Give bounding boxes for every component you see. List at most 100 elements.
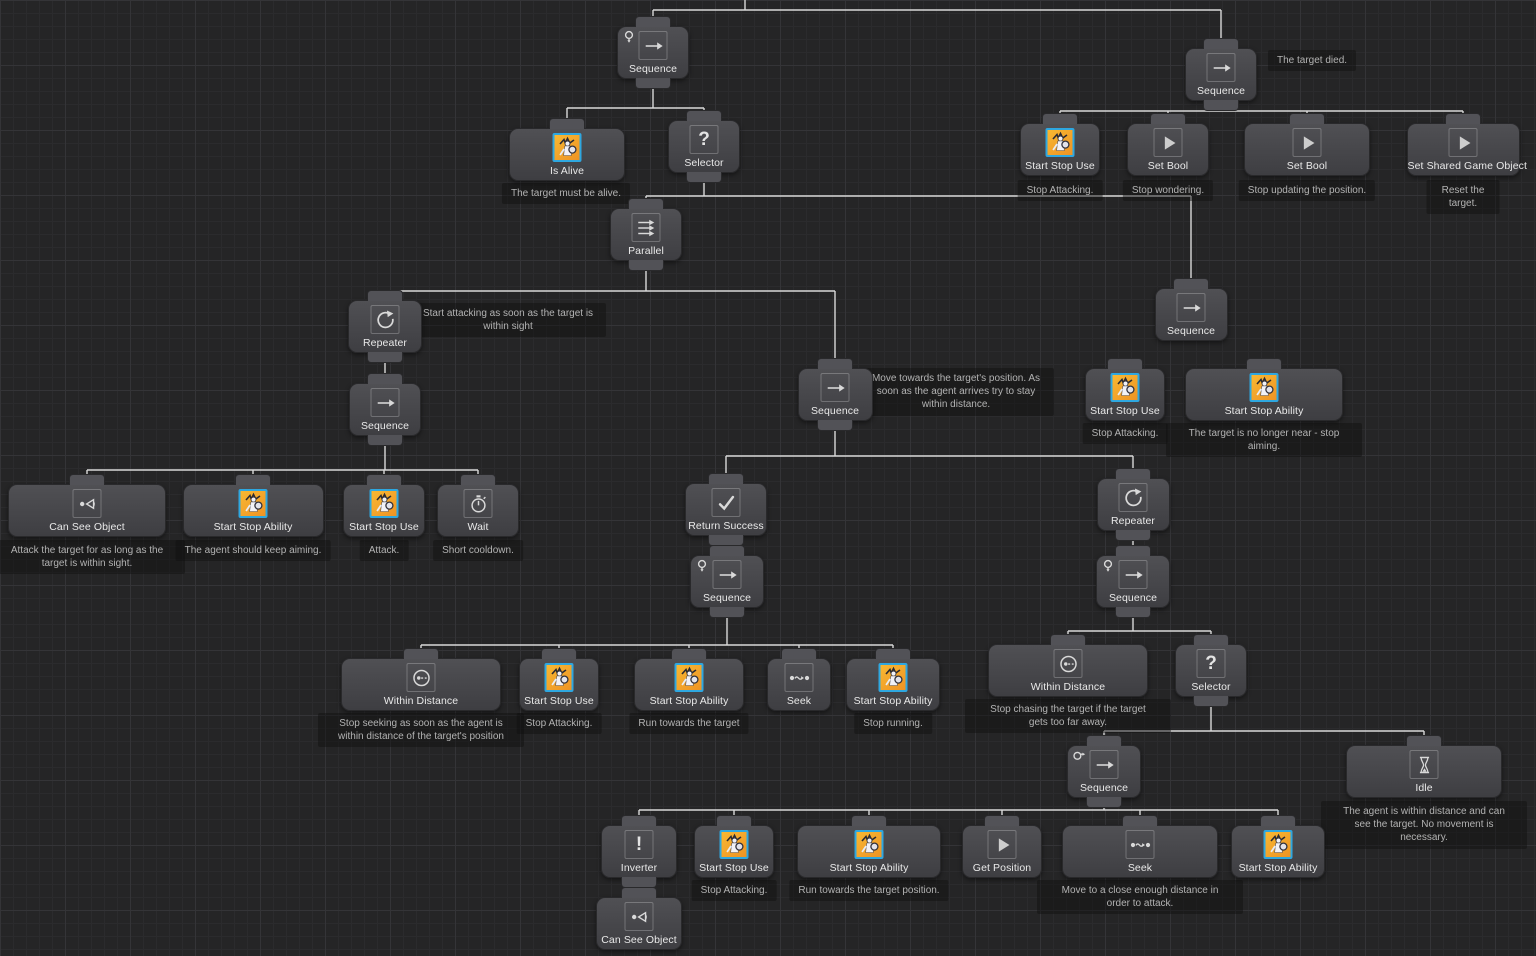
- incoming-connection-tab[interactable]: [366, 474, 402, 485]
- incoming-connection-tab[interactable]: [235, 474, 271, 485]
- node-repeater[interactable]: Repeater: [348, 290, 422, 363]
- incoming-connection-tab[interactable]: [686, 110, 722, 121]
- incoming-connection-tab[interactable]: [367, 373, 403, 384]
- node-start-stop-ability[interactable]: Start Stop Ability: [1231, 815, 1325, 878]
- node-inverter[interactable]: !Inverter: [601, 815, 677, 888]
- incoming-connection-tab[interactable]: [541, 648, 577, 659]
- node-sequence[interactable]: Sequence: [1067, 735, 1141, 808]
- node-start-stop-use[interactable]: Start Stop Use: [694, 815, 774, 878]
- node-repeater[interactable]: Repeater: [1096, 468, 1170, 541]
- outgoing-connection-tab[interactable]: [367, 352, 403, 363]
- outgoing-connection-tab[interactable]: [686, 172, 722, 183]
- incoming-connection-tab[interactable]: [1203, 38, 1239, 49]
- incoming-connection-tab[interactable]: [403, 648, 439, 659]
- outgoing-connection-tab[interactable]: [817, 420, 853, 431]
- incoming-connection-tab[interactable]: [1107, 358, 1143, 369]
- node-idle[interactable]: Idle: [1346, 735, 1502, 798]
- node-set-bool[interactable]: Set Bool: [1127, 113, 1209, 176]
- incoming-connection-tab[interactable]: [851, 815, 887, 826]
- incoming-connection-tab[interactable]: [671, 648, 707, 659]
- incoming-connection-tab[interactable]: [1115, 545, 1151, 556]
- incoming-connection-tab[interactable]: [708, 473, 744, 484]
- incoming-connection-tab[interactable]: [709, 545, 745, 556]
- node-sequence[interactable]: Sequence: [1096, 545, 1170, 618]
- incoming-connection-tab[interactable]: [1115, 468, 1151, 479]
- node-sequence[interactable]: Sequence: [617, 16, 689, 89]
- node-start-stop-ability[interactable]: Start Stop Ability: [797, 815, 941, 878]
- incoming-connection-tab[interactable]: [1042, 113, 1078, 124]
- node-can-see-object[interactable]: Can See Object: [8, 474, 166, 537]
- node-comment: Stop running.: [854, 713, 932, 735]
- incoming-connection-tab[interactable]: [984, 815, 1020, 826]
- outgoing-connection-tab[interactable]: [1086, 797, 1122, 808]
- node-label: Selector: [684, 157, 724, 169]
- conditional-abort-self-icon: [695, 559, 709, 573]
- node-seek[interactable]: Seek: [1062, 815, 1218, 878]
- incoming-connection-tab[interactable]: [621, 887, 657, 898]
- outgoing-connection-tab[interactable]: [635, 78, 671, 89]
- node-seek[interactable]: Seek: [767, 648, 831, 711]
- node-start-stop-use[interactable]: Start Stop Use: [1020, 113, 1100, 176]
- incoming-connection-tab[interactable]: [69, 474, 105, 485]
- node-start-stop-ability[interactable]: Start Stop Ability: [1185, 358, 1343, 421]
- incoming-connection-tab[interactable]: [1406, 735, 1442, 746]
- node-within-distance[interactable]: Within Distance: [988, 634, 1148, 697]
- incoming-connection-tab[interactable]: [621, 815, 657, 826]
- incoming-connection-tab[interactable]: [1289, 113, 1325, 124]
- outgoing-connection-tab[interactable]: [1203, 100, 1239, 111]
- node-get-position[interactable]: Get Position: [962, 815, 1042, 878]
- node-start-stop-ability[interactable]: Start Stop Ability: [182, 474, 324, 537]
- outgoing-connection-tab[interactable]: [1115, 607, 1151, 618]
- node-parallel[interactable]: Parallel: [610, 198, 682, 271]
- incoming-connection-tab[interactable]: [460, 474, 496, 485]
- node-set-bool[interactable]: Set Bool: [1244, 113, 1370, 176]
- incoming-connection-tab[interactable]: [1445, 113, 1481, 124]
- node-start-stop-use[interactable]: Start Stop Use: [343, 474, 425, 537]
- node-can-see-object[interactable]: Can See Object: [596, 887, 682, 950]
- node-selector[interactable]: ?Selector: [1175, 634, 1247, 707]
- node-within-distance[interactable]: Within Distance: [341, 648, 501, 711]
- incoming-connection-tab[interactable]: [817, 358, 853, 369]
- incoming-connection-tab[interactable]: [1122, 815, 1158, 826]
- incoming-connection-tab[interactable]: [1260, 815, 1296, 826]
- incoming-connection-tab[interactable]: [1246, 358, 1282, 369]
- node-start-stop-ability[interactable]: Start Stop Ability: [846, 648, 940, 711]
- node-selector[interactable]: ?Selector: [668, 110, 740, 183]
- incoming-connection-tab[interactable]: [367, 290, 403, 301]
- node-set-shared-game-object[interactable]: Set Shared Game Object: [1406, 113, 1527, 176]
- incoming-connection-tab[interactable]: [1086, 735, 1122, 746]
- node-start-stop-ability[interactable]: Start Stop Ability: [634, 648, 744, 711]
- incoming-connection-tab[interactable]: [1193, 634, 1229, 645]
- node-label: Seek: [1127, 862, 1153, 874]
- outgoing-connection-tab[interactable]: [1115, 530, 1151, 541]
- incoming-connection-tab[interactable]: [716, 815, 752, 826]
- node-start-stop-use[interactable]: Start Stop Use: [1085, 358, 1165, 421]
- node-label: Start Stop Use: [524, 695, 594, 707]
- outgoing-connection-tab[interactable]: [367, 435, 403, 446]
- sequence-icon: [1206, 53, 1236, 82]
- node-return-success[interactable]: Return Success: [685, 473, 767, 546]
- node-label: Within Distance: [1030, 681, 1106, 693]
- incoming-connection-tab[interactable]: [549, 118, 585, 129]
- incoming-connection-tab[interactable]: [781, 648, 817, 659]
- incoming-connection-tab[interactable]: [1150, 113, 1186, 124]
- node-sequence[interactable]: Sequence: [690, 545, 764, 618]
- incoming-connection-tab[interactable]: [635, 16, 671, 27]
- node-start-stop-use[interactable]: Start Stop Use: [519, 648, 599, 711]
- outgoing-connection-tab[interactable]: [709, 607, 745, 618]
- incoming-connection-tab[interactable]: [1173, 278, 1209, 289]
- sequence-icon: [1176, 293, 1206, 322]
- node-sequence[interactable]: Sequence: [797, 358, 873, 431]
- node-sequence[interactable]: Sequence: [1154, 278, 1228, 341]
- node-label: Start Stop Ability: [1238, 862, 1318, 874]
- outgoing-connection-tab[interactable]: [628, 260, 664, 271]
- outgoing-connection-tab[interactable]: [1193, 696, 1229, 707]
- node-is-alive[interactable]: Is Alive: [509, 118, 625, 181]
- node-sequence[interactable]: Sequence: [1185, 38, 1257, 111]
- node-sequence[interactable]: Sequence: [349, 373, 421, 446]
- incoming-connection-tab[interactable]: [1050, 634, 1086, 645]
- node-wait[interactable]: Wait: [437, 474, 519, 537]
- incoming-connection-tab[interactable]: [628, 198, 664, 209]
- incoming-connection-tab[interactable]: [875, 648, 911, 659]
